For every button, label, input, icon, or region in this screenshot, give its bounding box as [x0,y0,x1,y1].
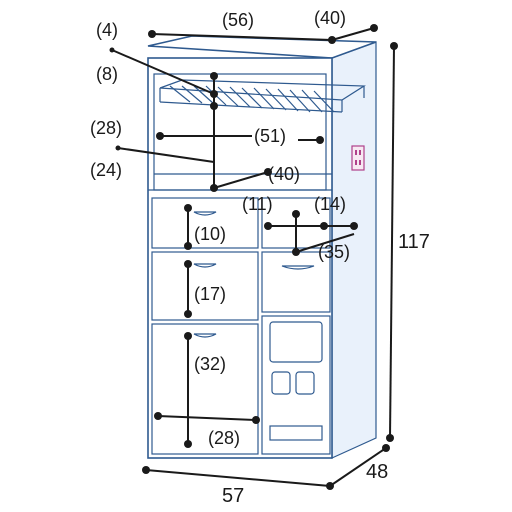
rice-dispenser [261,315,331,455]
label-shelf-gap-top: (4) [96,20,118,40]
label-small-drawer-w2: (14) [314,194,346,214]
label-total-depth: 48 [366,461,388,483]
label-inner-width: (51) [254,126,286,146]
wire-shelf [159,79,366,113]
cabinet [147,35,377,459]
label-top-width: (56) [222,10,254,30]
label-drawer1-height: (10) [194,224,226,244]
cabinet-front-frame [147,57,333,459]
label-top-depth: (40) [314,8,346,28]
label-inner-depth: (40) [268,164,300,184]
label-drawer2-height: (17) [194,284,226,304]
label-total-width: 57 [222,485,244,507]
cabinet-top-face [147,35,377,59]
label-side-drawer-depth: (35) [318,242,350,262]
drawer-bottom-left [151,323,259,455]
label-open-height-b: (24) [90,160,122,180]
label-total-height: 117 [398,231,430,253]
label-shelf-gap-bottom: (8) [96,64,118,84]
dimension-labels: (56) (40) (4) (8) (28) (24) (51) (40) (1… [90,8,430,507]
label-drawer3-height: (32) [194,354,226,374]
label-bottom-inner-width: (28) [208,428,240,448]
drawer-middle-left [151,251,259,321]
drawer-top-left [151,197,259,249]
label-small-drawer-w1: (11) [242,194,273,214]
dimension-lines [109,24,398,490]
power-outlet [351,145,365,171]
label-open-height-a: (28) [90,118,122,138]
